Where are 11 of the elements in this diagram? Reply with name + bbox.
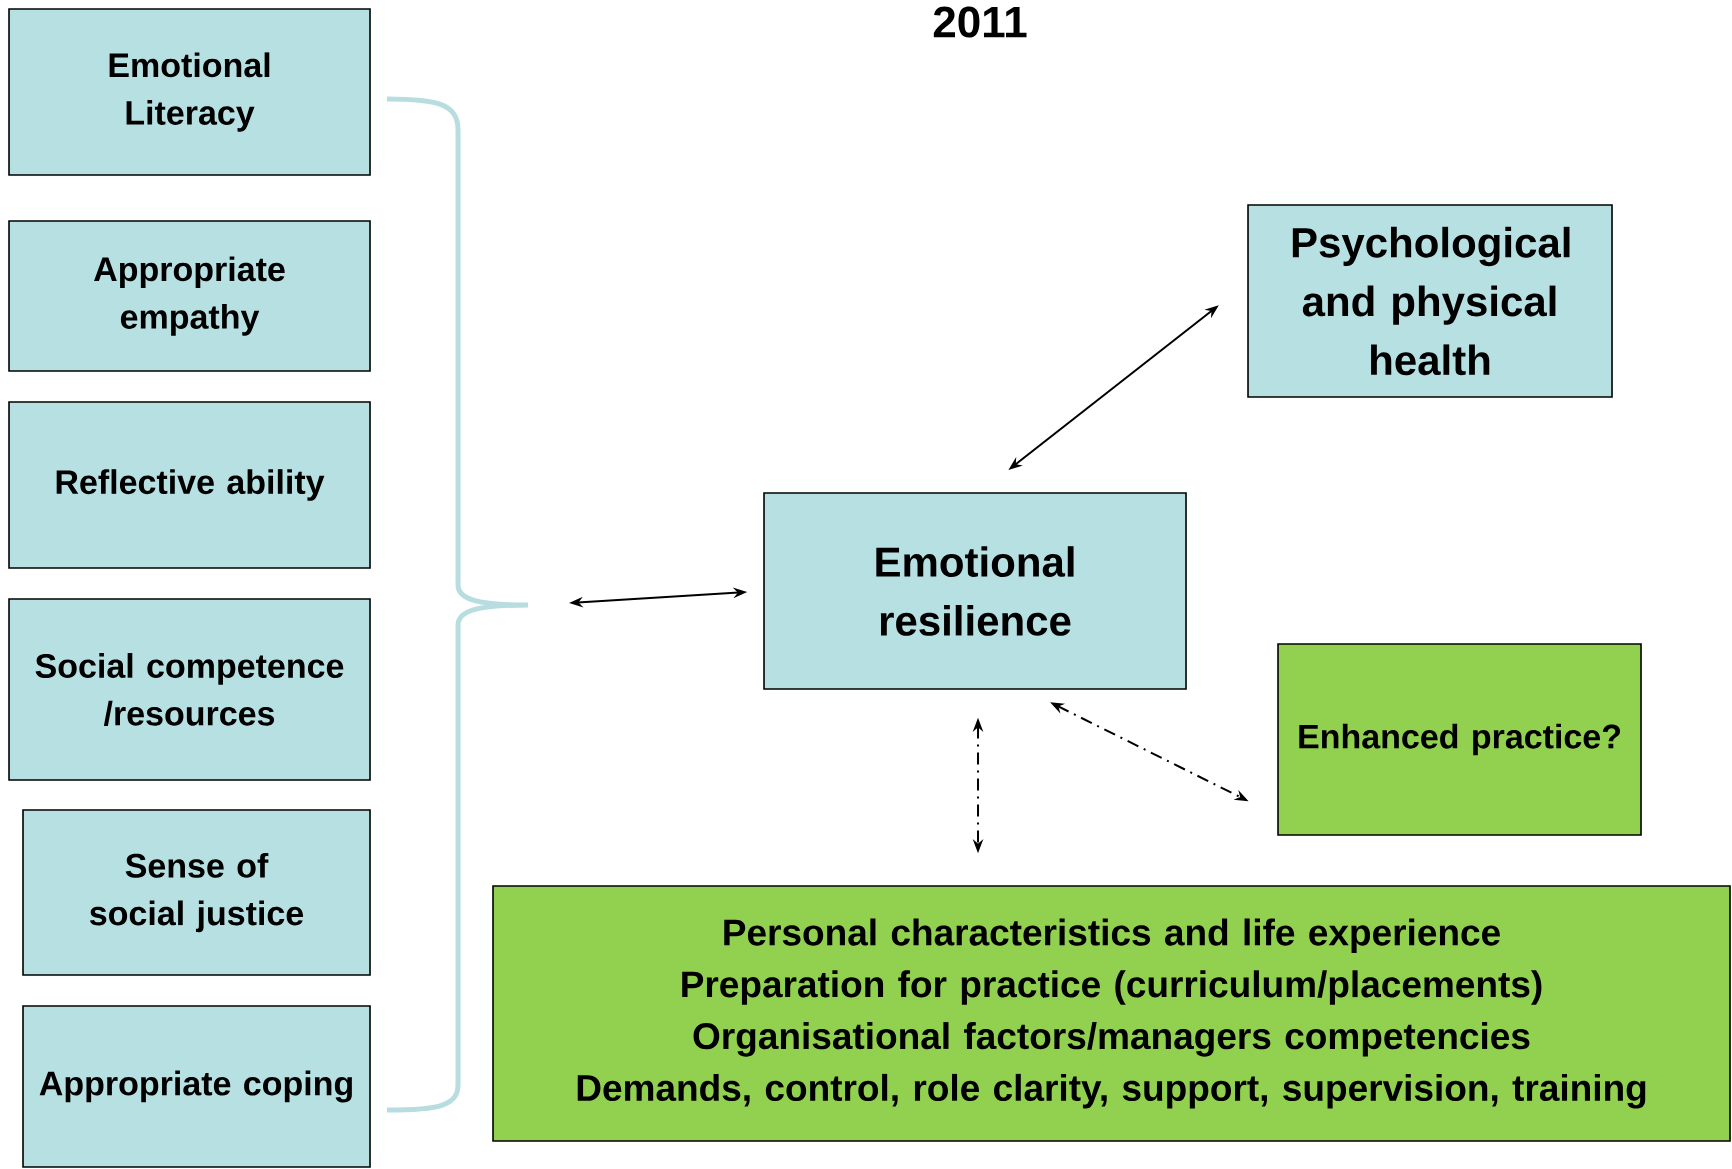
process-box: Appropriate coping xyxy=(22,1005,371,1168)
process-box: Social competence /resources xyxy=(8,598,371,781)
process-box: Appropriate empathy xyxy=(8,220,371,372)
process-box: Enhanced practice? xyxy=(1277,643,1642,836)
process-box: Reflective ability xyxy=(8,401,371,569)
process-box: Sense of social justice xyxy=(22,809,371,976)
process-box: Personal characteristics and life experience Preparation for practice (curriculum/placements) Organisational factors/managers competencies Demands, control, role clarity, support, supervision, training xyxy=(492,885,1731,1142)
title: 2011 xyxy=(933,6,1027,38)
process-box: Emotional Literacy xyxy=(8,8,371,176)
process-box: Emotional resilience xyxy=(763,492,1187,690)
process-box: Psychological and physical health xyxy=(1247,204,1613,398)
